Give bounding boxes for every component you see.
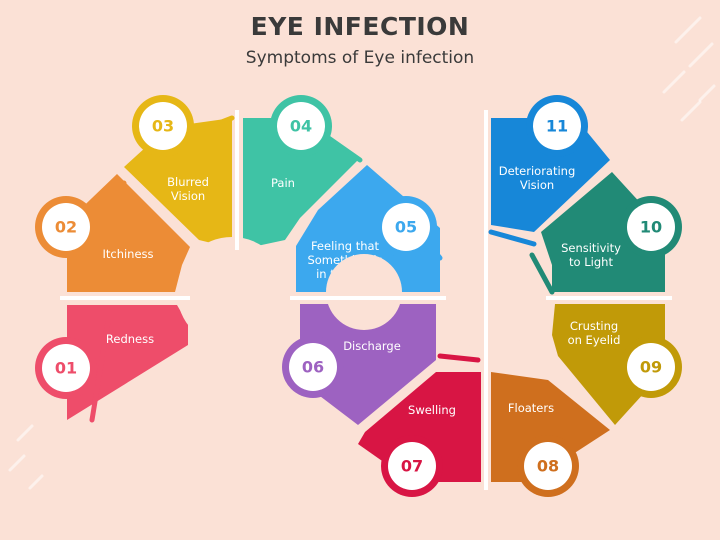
symptom-segment-01: Redness 01 <box>35 305 188 423</box>
segment-separators <box>60 110 672 490</box>
segment-label-line: Vision <box>520 178 554 192</box>
number-badge-text: 04 <box>290 117 312 136</box>
symptom-segment-06: Discharge 06 <box>282 304 436 425</box>
segment-label-line: Sensitivity <box>561 241 621 255</box>
segment-label-line: Feeling that <box>311 239 380 253</box>
page-subtitle: Symptoms of Eye infection <box>245 48 475 68</box>
number-badge-text: 02 <box>55 218 77 237</box>
segment-ring-arc <box>193 115 235 135</box>
segment-label-line: Itchiness <box>102 247 153 261</box>
number-badge-text: 01 <box>55 359 77 378</box>
segment-ring-arc <box>437 353 481 363</box>
symptom-segment-07: Swelling 07 <box>358 353 481 497</box>
segment-ring-arc <box>89 319 111 423</box>
number-badge-inner <box>42 203 90 251</box>
segment-shape <box>67 174 190 292</box>
number-badge-text: 07 <box>401 457 423 476</box>
number-badge-inner <box>277 102 325 150</box>
number-badge-inner <box>382 203 430 251</box>
number-badge-text: 09 <box>640 358 662 377</box>
symptom-segment-08: Floaters 08 <box>491 372 610 497</box>
number-badge-inner <box>627 203 675 251</box>
number-badge-inner <box>139 102 187 150</box>
segment-ring-arc <box>488 229 537 247</box>
background-decoration <box>8 16 716 490</box>
segment-shape <box>552 304 665 425</box>
segment-label-line: Blurred <box>167 175 209 189</box>
segment-shape <box>300 304 436 425</box>
symptom-segment-04: Pain 04 <box>243 95 363 249</box>
number-badge-inner <box>533 102 581 150</box>
ring-center-3 <box>440 250 540 350</box>
segment-label: Floaters <box>508 401 554 415</box>
number-badge-text: 03 <box>152 117 174 136</box>
segment-label-line: on Eyelid <box>568 333 621 347</box>
segment-label: Pain <box>271 176 295 190</box>
ring-center-1 <box>177 237 287 347</box>
segment-label: Swelling <box>408 403 456 417</box>
segment-label-line: Discharge <box>343 339 401 353</box>
segment-shape <box>243 118 360 249</box>
number-badge-inner <box>627 343 675 391</box>
number-badge-inner <box>524 442 572 490</box>
number-badge-inner <box>289 343 337 391</box>
segment-label-line: Redness <box>106 332 154 346</box>
symptom-segment-02: Itchiness 02 <box>35 174 190 292</box>
segment-label-line: Deteriorating <box>499 164 576 178</box>
segment-label-line: to Light <box>569 255 613 269</box>
segment-label-line: Crusting <box>570 319 618 333</box>
number-badge-text: 11 <box>546 117 568 136</box>
segment-label-line: Swelling <box>408 403 456 417</box>
segment-label: Redness <box>106 332 154 346</box>
number-badge-text: 10 <box>640 218 662 237</box>
segment-ring-arc <box>529 252 555 295</box>
segment-label: Discharge <box>343 339 401 353</box>
number-badge-text: 05 <box>395 218 417 237</box>
segment-label: Itchiness <box>102 247 153 261</box>
number-badge-inner <box>388 442 436 490</box>
segment-label-line: Vision <box>171 189 205 203</box>
number-badge-inner <box>42 344 90 392</box>
page-title: EYE INFECTION <box>250 12 470 41</box>
segment-label-line: Floaters <box>508 401 554 415</box>
ring-center-2 <box>326 254 402 330</box>
segment-label-line: Pain <box>271 176 295 190</box>
segment-shape <box>296 165 440 292</box>
number-badge-text: 08 <box>537 457 559 476</box>
number-badge-text: 06 <box>302 358 324 377</box>
